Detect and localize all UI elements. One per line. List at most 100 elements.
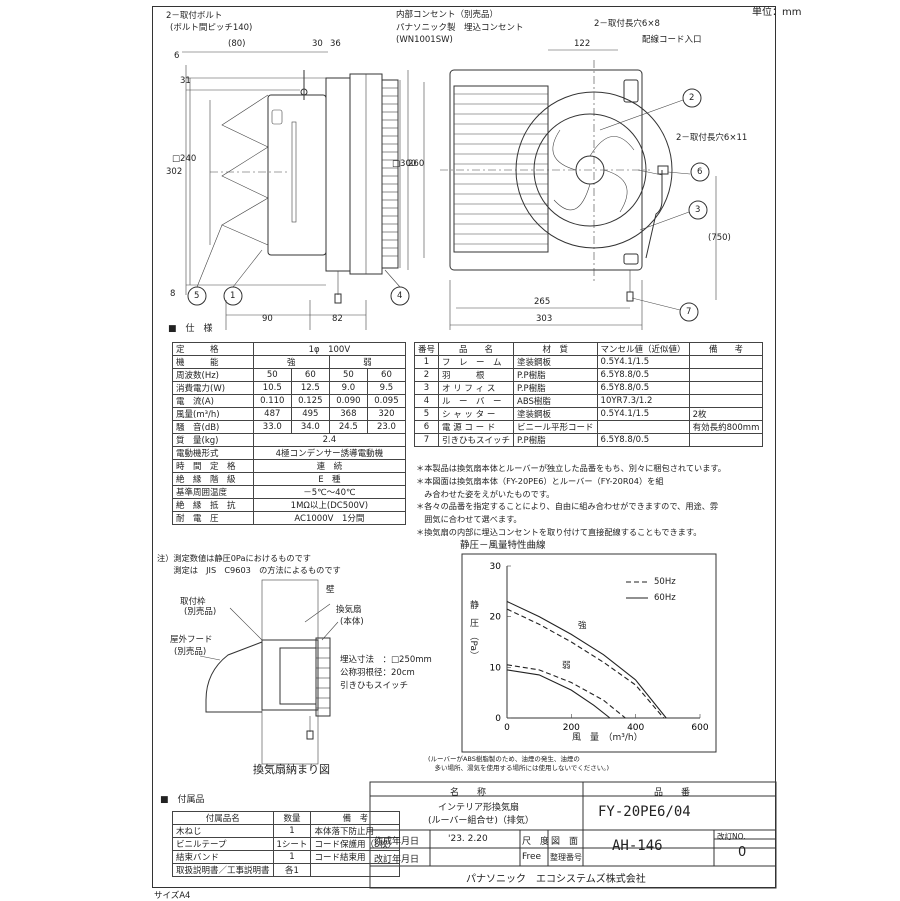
- annot-weak: 弱: [562, 661, 571, 671]
- table-cell: 4: [413, 394, 440, 408]
- table-cell: 0.110: [252, 394, 292, 408]
- dim-122: 122: [574, 39, 591, 49]
- table-cell: 368: [328, 407, 368, 421]
- table-row: 機 能強弱: [172, 355, 407, 369]
- slot-label: 2－取付長穴6×8: [594, 19, 660, 29]
- table-row: 番号品 名材 質マンセル値（近似値）備 考: [413, 342, 764, 356]
- install-fan-sub: (本体): [340, 617, 364, 627]
- table-cell: 34.0: [290, 420, 330, 434]
- table-cell: 2枚: [688, 407, 764, 421]
- chart-ylabel: 静 圧 （Pa）: [468, 600, 478, 661]
- table-cell: 10YR7.3/1.2: [596, 394, 690, 408]
- table-cell: P.P樹脂: [513, 368, 598, 382]
- table-cell: 取扱説明書／工事説明書: [172, 863, 274, 877]
- table-cell: [688, 381, 764, 395]
- callout-5: 5: [194, 291, 200, 301]
- table-cell: 強: [252, 355, 330, 369]
- install-wall: 壁: [326, 585, 335, 595]
- dim-240: □240: [172, 154, 197, 164]
- tb-revised-label: 改訂年月日: [374, 855, 420, 865]
- table-cell: オ リ フ ィ ス: [438, 381, 515, 395]
- table-cell: 0.095: [366, 394, 407, 408]
- table-cell: 7: [413, 433, 440, 447]
- table-cell: 0.090: [328, 394, 368, 408]
- install-fan: 換気扇: [336, 605, 362, 615]
- table-cell: 各1: [272, 863, 312, 877]
- tb-created: '23. 2.20: [448, 834, 488, 844]
- table-cell: 495: [290, 407, 330, 421]
- dim-36: 36: [330, 39, 341, 49]
- table-cell: 本体落下防止用: [310, 824, 401, 838]
- note-line: み合わせた姿をえがいたものです。: [416, 488, 555, 499]
- table-cell: P.P樹脂: [513, 433, 598, 447]
- tb-name1: インテリア形換気扇: [438, 803, 520, 813]
- annot-strong: 強: [578, 621, 587, 631]
- dim-8: 8: [170, 289, 176, 299]
- bolt-pitch: (ボルト間ピッチ140): [170, 23, 253, 33]
- table-cell: 6: [413, 420, 440, 434]
- table-cell: ビニール平形コード: [513, 420, 598, 434]
- tb-drawing-no: AH-146: [612, 838, 663, 854]
- table-cell: 1: [272, 850, 312, 864]
- install-hood: 屋外フード: [170, 635, 213, 645]
- note-line: 注）測定数値は静圧0Paにおけるものです: [157, 553, 311, 563]
- table-cell: [688, 355, 764, 369]
- table-cell: 5: [413, 407, 440, 421]
- spec-title: ■ 仕 様: [168, 324, 213, 334]
- chart-title: 静圧－風量特性曲線: [460, 540, 546, 551]
- tb-rev-label: 改訂NO.: [717, 832, 746, 841]
- note-line: 測定は JIS C9603 の方法によるものです: [157, 565, 341, 575]
- unit-label: 単位：mm: [752, 7, 802, 18]
- table-cell: 時 間 定 格: [172, 459, 254, 473]
- front-view: [407, 49, 717, 330]
- install-hood-sub: (別売品): [174, 647, 207, 657]
- tb-rev: 0: [738, 845, 747, 860]
- table-cell: [310, 863, 401, 877]
- callout-circles: [187, 88, 710, 322]
- table-cell: 23.0: [366, 420, 407, 434]
- table-cell: シ ャ ッ タ ー: [438, 407, 515, 421]
- table-cell: 備 考: [688, 342, 764, 356]
- callout-3: 3: [695, 205, 701, 215]
- y-tick-label: 10: [490, 663, 502, 673]
- note-line: (ルーバーがABS樹脂製のため、油煙の発生、油煙の: [428, 755, 580, 763]
- install-switch: 引きひもスイッチ: [340, 681, 409, 691]
- table-cell: 6.5Y8.8/0.5: [596, 381, 690, 395]
- note-line: ＊各々の品番を指定することにより、自由に組み合わせができますので、用途、雰: [416, 501, 719, 512]
- dim-6: 6: [174, 51, 180, 61]
- table-cell: 1φ 100V: [252, 342, 407, 356]
- table-cell: AC1000V 1分間: [252, 511, 407, 525]
- table-cell: 数量: [272, 811, 312, 825]
- tb-name2: (ルーバー組合せ)（排気）: [428, 816, 534, 826]
- table-cell: 絶 縁 抵 抗: [172, 498, 254, 512]
- table-cell: 木ねじ: [172, 824, 274, 838]
- table-cell: 品 名: [438, 342, 515, 356]
- table-cell: 番号: [413, 342, 440, 356]
- table-cell: [688, 368, 764, 382]
- dim-80: (80): [228, 39, 246, 49]
- table-cell: 羽 根: [438, 368, 515, 382]
- table-cell: 12.5: [290, 381, 330, 395]
- table-cell: 耐 電 圧: [172, 511, 254, 525]
- table-cell: ABS樹脂: [513, 394, 598, 408]
- note-line: 多い場所、湯気を使用する場所には使用しないでください。): [428, 764, 610, 772]
- tb-name-label: 名 称: [450, 788, 487, 798]
- table-cell: E 種: [252, 472, 407, 486]
- table-cell: マンセル値（近似値）: [596, 342, 690, 356]
- outlet-model: (WN1001SW): [396, 35, 453, 45]
- table-cell: 塗装鋼板: [513, 355, 598, 369]
- dim-265: 265: [534, 297, 551, 307]
- table-cell: [596, 420, 690, 434]
- table-cell: 有効長約800mm: [688, 420, 764, 434]
- accessories-title: ■ 付属品: [160, 795, 205, 805]
- dim-31: 31: [180, 76, 191, 86]
